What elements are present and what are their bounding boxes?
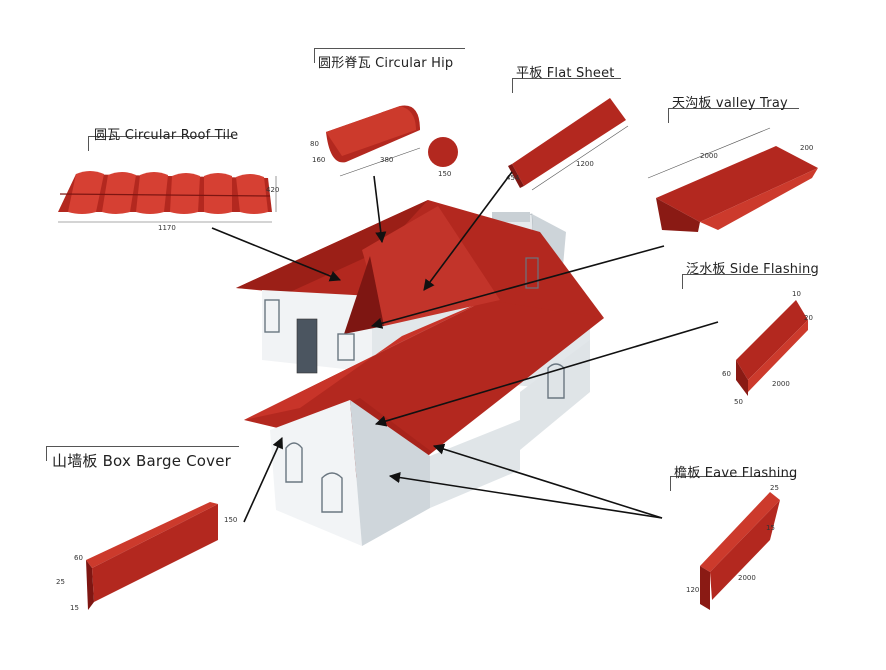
window	[337, 333, 355, 361]
dim-label: 150	[438, 170, 451, 178]
label-box-barge-cover: 山墙板 Box Barge Cover	[52, 452, 232, 470]
box-barge-cover-illustration: 60 25 15 150	[56, 502, 237, 612]
label-bracket	[682, 274, 811, 289]
label-circular-roof-tile: 圆瓦 Circular Roof Tile	[94, 128, 239, 143]
label-circular-hip: 圆形脊瓦 Circular Hip	[318, 56, 454, 71]
circular-hip-illustration: 380 160 80 150	[310, 105, 458, 178]
dim-label: 200	[800, 144, 813, 152]
arrow-side-flashing	[374, 321, 719, 427]
side-flashing-illustration: 10 20 60 50 2000	[722, 290, 813, 406]
dim-label: 1170	[158, 224, 176, 232]
label-bracket	[512, 78, 621, 93]
dim-label: 25	[770, 484, 779, 492]
circular-roof-tile-illustration: 1170 420	[58, 171, 279, 232]
dim-label: 20	[804, 314, 813, 322]
dim-label: 50	[734, 398, 743, 406]
dim-label: 25	[56, 578, 65, 586]
hip-end-cap	[428, 137, 458, 167]
arrow-valley-tray	[370, 245, 665, 329]
eave-flashing-illustration: 25 15 120 2000	[686, 484, 780, 610]
label-bracket	[88, 136, 233, 151]
label-bracket	[46, 446, 239, 461]
dim-label: 380	[380, 156, 393, 164]
dim-label: 420	[266, 186, 279, 194]
dim-label: 160	[312, 156, 325, 164]
dim-label: 454	[506, 174, 520, 182]
dim-label: 120	[686, 586, 699, 594]
callout-arrows	[211, 171, 719, 523]
label-bracket	[314, 48, 465, 63]
house-illustration	[236, 200, 604, 546]
dim-label: 60	[722, 370, 731, 378]
dim-label: 15	[766, 524, 775, 532]
arrow-eave-1	[388, 472, 663, 519]
dim-label: 80	[310, 140, 319, 148]
valley-tray-illustration: 2000 200	[647, 127, 818, 232]
arrow-hip	[373, 175, 387, 244]
label-valley-tray: 天沟板 valley Tray	[672, 96, 788, 111]
dim-label: 2000	[738, 574, 756, 582]
label-bracket	[668, 108, 799, 123]
label-side-flashing: 泛水板 Side Flashing	[686, 262, 819, 277]
arrow-eave-2	[432, 443, 663, 519]
dim-label: 60	[74, 554, 83, 562]
arrow-box-barge	[243, 436, 283, 523]
arrow-roof-tile	[211, 227, 342, 282]
label-eave-flashing: 檐板 Eave Flashing	[674, 466, 798, 481]
dim-label: 1200	[576, 160, 594, 168]
door	[296, 318, 318, 374]
window	[321, 472, 343, 513]
label-bracket	[670, 476, 795, 491]
hip-ridge-roof	[362, 206, 500, 326]
dim-label: 15	[70, 604, 79, 612]
dim-label: 2000	[700, 152, 718, 160]
flat-sheet-illustration: 1200 454	[506, 98, 629, 191]
window	[264, 299, 280, 333]
label-flat-sheet: 平板 Flat Sheet	[516, 66, 615, 81]
dim-label: 150	[224, 516, 237, 524]
dim-label: 10	[792, 290, 801, 298]
window	[547, 363, 565, 399]
arrow-flat-sheet	[423, 171, 513, 291]
window	[285, 442, 303, 483]
dim-label: 2000	[772, 380, 790, 388]
